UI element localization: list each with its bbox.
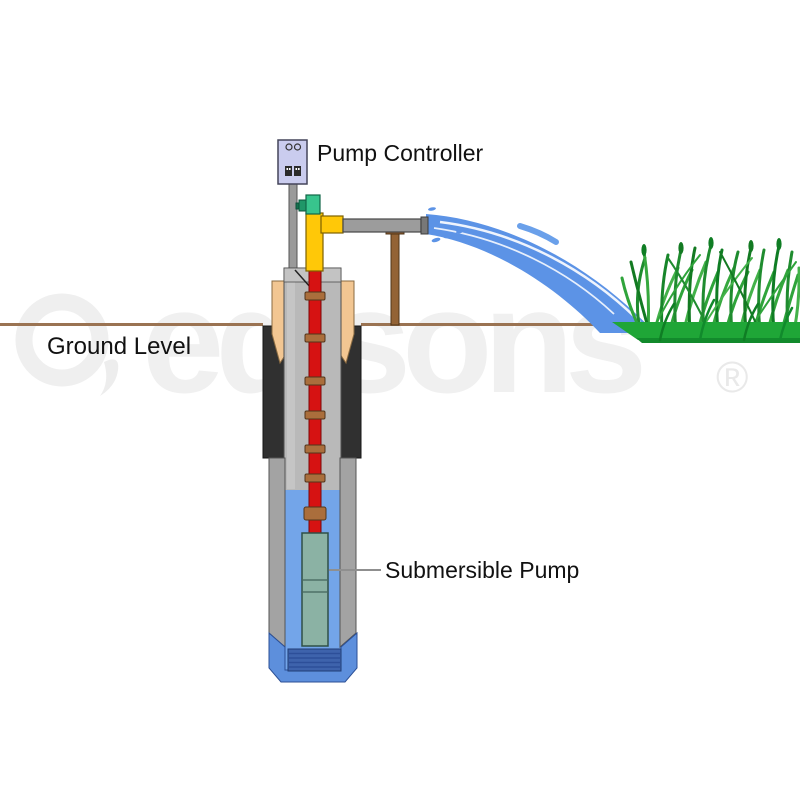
pump-controller — [277, 139, 308, 272]
pump-controller-label: Pump Controller — [317, 140, 484, 166]
pump-cable — [294, 269, 312, 289]
conduit-pole — [288, 183, 298, 272]
wellhead-fittings — [295, 194, 429, 272]
pipe-outlet — [420, 216, 429, 235]
pipe-coupling — [304, 444, 326, 454]
grass-turf-strip — [612, 322, 800, 340]
water-stream — [426, 207, 655, 333]
support-post — [390, 233, 400, 326]
water-droplet — [456, 230, 462, 234]
controller-switch-icon — [294, 166, 301, 176]
grass-turf-edge — [636, 338, 800, 343]
pipe-coupling — [304, 376, 326, 386]
water-droplet — [431, 237, 441, 243]
submersible-pump-label: Submersible Pump — [385, 557, 579, 583]
pipe-coupling — [304, 333, 326, 343]
pump-coupling — [303, 506, 327, 521]
drop-pipe — [308, 266, 322, 534]
water-droplet — [428, 207, 436, 211]
pipe-coupling — [304, 473, 326, 483]
well-assembly — [262, 266, 362, 683]
lower-casing-right — [339, 457, 357, 649]
lower-casing-left — [268, 457, 286, 649]
casing-highlight — [287, 271, 295, 489]
controller-switch-icon — [285, 166, 292, 176]
labels: Pump Controller Ground Level Submersible… — [47, 140, 579, 583]
pipe-coupling — [304, 410, 326, 420]
switch-dot — [289, 168, 291, 170]
grass-blades-front — [658, 298, 794, 342]
registered-mark: ® — [716, 353, 748, 402]
watermark-comma-icon — [100, 359, 119, 396]
ground-level-label: Ground Level — [47, 333, 191, 360]
submersible-pump — [301, 532, 329, 647]
stream-highlight — [439, 220, 641, 323]
pipe-couplings — [303, 291, 327, 521]
pipe-coupling — [304, 291, 326, 301]
discharge-pipe — [342, 218, 422, 233]
grass — [612, 237, 800, 343]
grass-blades-back — [620, 243, 800, 336]
watermark-logo-icon — [15, 293, 109, 387]
casing-shoe — [268, 631, 358, 683]
grass-seed-heads — [641, 237, 782, 256]
switch-dot — [298, 168, 300, 170]
switch-dot — [286, 168, 289, 170]
well-screen — [287, 648, 342, 672]
controller-knob-icon — [285, 143, 293, 151]
switch-dot — [295, 168, 298, 170]
water-droplet — [443, 233, 453, 239]
stream-splash — [517, 223, 559, 245]
controller-knob-icon — [293, 143, 302, 151]
water-stream-arc — [426, 214, 655, 333]
surface-pad-right — [339, 280, 355, 365]
discharge-tee — [320, 215, 344, 234]
check-valve — [305, 194, 321, 215]
